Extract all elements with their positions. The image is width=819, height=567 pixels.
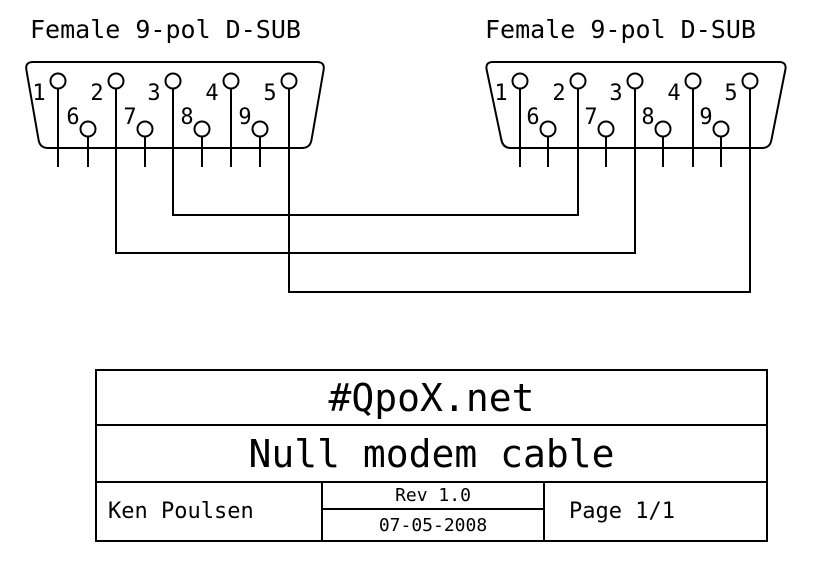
left-pin3-number: 3 bbox=[147, 81, 160, 106]
right-pin4-number: 4 bbox=[667, 81, 680, 106]
left-pin-numbers: 1 2 3 4 5 6 7 8 9 bbox=[32, 81, 276, 130]
left-pin8-circle bbox=[193, 120, 211, 138]
left-pin4-circle bbox=[222, 72, 240, 90]
wiring-diagram: Female 9-pol D-SUB Female 9-pol D-SUB bbox=[25, 15, 787, 293]
wire-left5-right5 bbox=[288, 88, 751, 293]
right-pin6-circle bbox=[539, 120, 557, 138]
right-pin5-number: 5 bbox=[724, 81, 737, 106]
author-name: Ken Poulsen bbox=[108, 499, 254, 524]
left-pin3-circle bbox=[164, 72, 182, 90]
left-pin6-circle bbox=[79, 120, 97, 138]
right-pin5-circle bbox=[741, 72, 759, 90]
left-pin9-circle bbox=[251, 120, 269, 138]
left-pin7-number: 7 bbox=[123, 105, 136, 130]
right-connector-outline bbox=[485, 61, 787, 149]
date-text: 07-05-2008 bbox=[378, 514, 488, 536]
title-block-site-cell: #QpoX.net bbox=[97, 371, 766, 426]
right-pin2-circle bbox=[569, 72, 587, 90]
right-pin9-circle bbox=[712, 120, 730, 138]
left-pin1-number: 1 bbox=[32, 81, 45, 106]
left-pin6-number: 6 bbox=[66, 105, 79, 130]
revision-cell: Rev 1.0 bbox=[323, 483, 543, 510]
right-pin6-number: 6 bbox=[526, 105, 539, 130]
right-pin1-number: 1 bbox=[494, 81, 507, 106]
left-pin1-circle bbox=[49, 72, 67, 90]
null-modem-wires bbox=[115, 88, 751, 293]
page-cell: Page 1/1 bbox=[545, 483, 766, 540]
wire-left2-right3 bbox=[115, 88, 636, 254]
right-pin-circles bbox=[511, 72, 759, 138]
wire-left3-right2 bbox=[172, 88, 579, 216]
right-pin9-number: 9 bbox=[699, 105, 712, 130]
left-pin7-circle bbox=[136, 120, 154, 138]
revision-text: Rev 1.0 bbox=[395, 485, 471, 506]
right-pin3-number: 3 bbox=[609, 81, 622, 106]
right-pin8-number: 8 bbox=[641, 105, 654, 130]
left-connector-outline bbox=[25, 61, 325, 149]
page-number: Page 1/1 bbox=[569, 499, 675, 524]
title-block: #QpoX.net Null modem cable Ken Poulsen R… bbox=[95, 369, 768, 542]
author-cell: Ken Poulsen bbox=[97, 483, 323, 540]
left-pin-stubs bbox=[57, 88, 261, 167]
left-pin5-number: 5 bbox=[263, 81, 276, 106]
right-pin4-circle bbox=[684, 72, 702, 90]
right-pin1-circle bbox=[511, 72, 529, 90]
left-pin5-circle bbox=[280, 72, 298, 90]
left-pin2-circle bbox=[107, 72, 125, 90]
title-block-bottom-row: Ken Poulsen Rev 1.0 07-05-2008 Page 1/1 bbox=[97, 483, 766, 540]
drawing-title: Null modem cable bbox=[248, 431, 615, 476]
left-connector-label: Female 9-pol D-SUB bbox=[30, 15, 301, 44]
left-pin-circles bbox=[49, 72, 298, 138]
left-pin4-number: 4 bbox=[205, 81, 218, 106]
date-cell: 07-05-2008 bbox=[323, 510, 543, 540]
right-pin2-number: 2 bbox=[552, 81, 565, 106]
right-pin7-number: 7 bbox=[584, 105, 597, 130]
right-pin7-circle bbox=[597, 120, 615, 138]
right-pin3-circle bbox=[626, 72, 644, 90]
left-pin2-number: 2 bbox=[90, 81, 103, 106]
left-pin9-number: 9 bbox=[238, 105, 251, 130]
right-pin8-circle bbox=[654, 120, 672, 138]
right-pin-stubs bbox=[519, 88, 722, 167]
left-pin8-number: 8 bbox=[180, 105, 193, 130]
title-block-title-cell: Null modem cable bbox=[97, 426, 766, 483]
revision-date-cell: Rev 1.0 07-05-2008 bbox=[323, 483, 545, 540]
site-name: #QpoX.net bbox=[328, 375, 535, 420]
right-connector-label: Female 9-pol D-SUB bbox=[485, 15, 756, 44]
right-pin-numbers: 1 2 3 4 5 6 7 8 9 bbox=[494, 81, 737, 130]
